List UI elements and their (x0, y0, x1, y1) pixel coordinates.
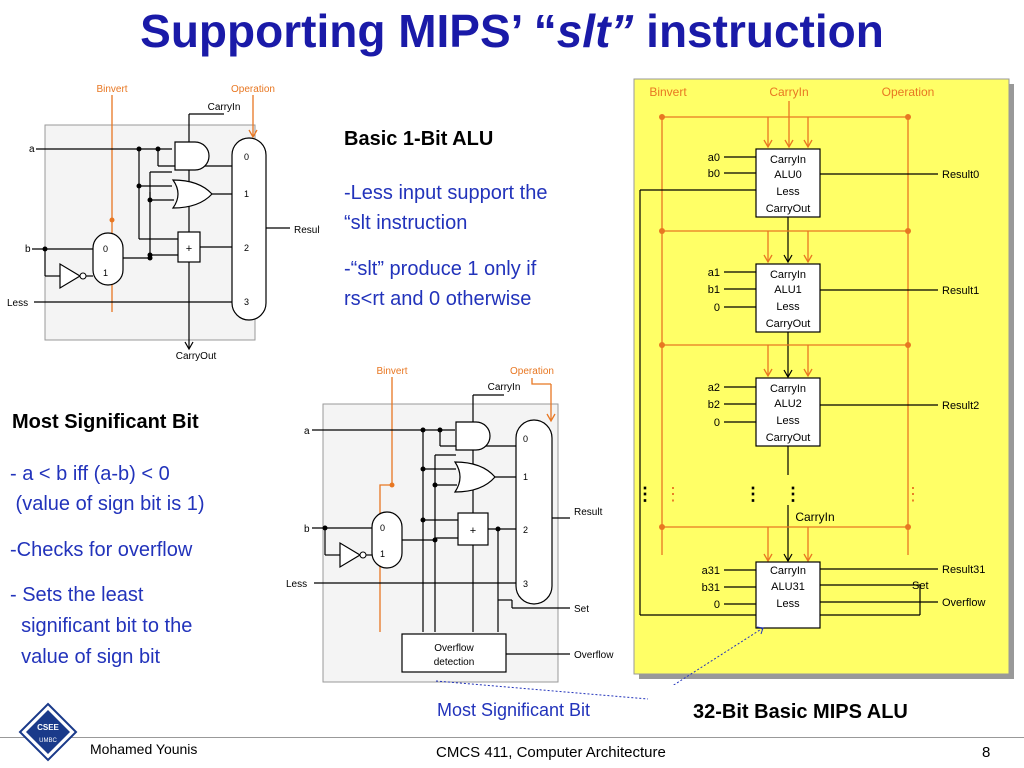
basic-1bit-alu-diagram: Binvert Operation CarryIn a + CarryOut b… (7, 84, 320, 362)
svg-text:Less: Less (286, 579, 307, 590)
svg-text:Set: Set (574, 604, 589, 615)
svg-text:CarryIn: CarryIn (208, 102, 241, 113)
svg-text:Binvert: Binvert (376, 366, 407, 377)
svg-text:ALU0: ALU0 (774, 169, 802, 181)
svg-text:b1: b1 (708, 284, 720, 296)
msb-label: Most Significant Bit (437, 700, 591, 720)
svg-text:b31: b31 (702, 582, 720, 594)
svg-text:detection: detection (434, 657, 475, 668)
svg-text:0: 0 (103, 244, 108, 254)
svg-text:CarryOut: CarryOut (766, 318, 811, 330)
slide-title: Supporting MIPS’ “slt” instruction (140, 5, 884, 57)
svg-text:a1: a1 (708, 267, 720, 279)
footer-page-number: 8 (982, 744, 991, 761)
msb-bullet-2: -Checks for overflow (10, 539, 193, 561)
svg-text:+: + (470, 525, 476, 537)
svg-text:Result0: Result0 (942, 169, 979, 181)
svg-text:Binvert: Binvert (96, 84, 127, 95)
svg-text:a31: a31 (702, 565, 720, 577)
svg-text:b: b (304, 524, 310, 535)
svg-text:b: b (25, 244, 31, 255)
svg-text:1: 1 (380, 549, 385, 559)
svg-text:Less: Less (776, 598, 800, 610)
svg-text:Result2: Result2 (942, 400, 979, 412)
svg-text:Operation: Operation (510, 366, 554, 377)
svg-text:CarryOut: CarryOut (766, 203, 811, 215)
svg-text:CarryIn: CarryIn (770, 154, 806, 166)
svg-text:CarryIn: CarryIn (770, 269, 806, 281)
msb-bullet-1: - a < b iff (a-b) < 0 (value of sign bit… (10, 463, 205, 515)
ellipsis-col-3: ⋮ (744, 484, 762, 504)
ellipsis-col-1: ⋮ (636, 484, 654, 504)
svg-text:ALU31: ALU31 (771, 581, 805, 593)
alu32-caption: 32-Bit Basic MIPS ALU (693, 701, 908, 723)
svg-text:CarryOut: CarryOut (176, 351, 217, 362)
svg-text:0: 0 (714, 599, 720, 611)
svg-text:Result31: Result31 (942, 564, 985, 576)
svg-text:Less: Less (7, 298, 28, 309)
svg-text:1: 1 (523, 472, 528, 482)
svg-text:1: 1 (103, 268, 108, 278)
svg-text:Set: Set (912, 580, 929, 592)
svg-text:+: + (186, 243, 192, 255)
svg-text:CarryOut: CarryOut (766, 432, 811, 444)
svg-text:Less: Less (776, 301, 800, 313)
msb-pointer-line (435, 680, 649, 700)
svg-text:2: 2 (244, 243, 249, 253)
svg-text:CarryIn: CarryIn (769, 85, 808, 99)
basic-alu-heading: Basic 1-Bit ALU (344, 128, 494, 150)
svg-text:Operation: Operation (231, 84, 275, 95)
svg-text:3: 3 (244, 297, 249, 307)
footer-author: Mohamed Younis (90, 741, 198, 757)
svg-text:Result: Result (294, 225, 320, 236)
ellipsis-col-5: ⋮ (904, 484, 922, 504)
svg-text:Overflow: Overflow (942, 597, 985, 609)
msb-alu-diagram: Binvert Operation CarryIn a + b 0 1 Less… (286, 366, 614, 683)
footer-divider (0, 737, 1024, 738)
svg-text:ALU1: ALU1 (774, 284, 802, 296)
svg-text:Overflow: Overflow (574, 650, 614, 661)
svg-text:Result1: Result1 (942, 285, 979, 297)
svg-text:CarryIn: CarryIn (488, 382, 521, 393)
svg-text:CarryIn: CarryIn (770, 565, 806, 577)
svg-text:0: 0 (714, 302, 720, 314)
svg-text:CSEE: CSEE (37, 723, 59, 732)
svg-text:ALU2: ALU2 (774, 398, 802, 410)
svg-text:a: a (29, 144, 35, 155)
svg-text:Binvert: Binvert (649, 85, 687, 99)
svg-text:Operation: Operation (882, 85, 935, 99)
svg-text:b0: b0 (708, 168, 720, 180)
svg-text:Less: Less (776, 415, 800, 427)
svg-text:0: 0 (523, 434, 528, 444)
basic-alu-bullet-1: -Less input support the“slt instruction (344, 182, 548, 234)
svg-text:CarryIn: CarryIn (770, 383, 806, 395)
svg-text:UMBC: UMBC (39, 738, 57, 744)
svg-text:CarryIn: CarryIn (795, 510, 834, 524)
svg-text:0: 0 (714, 417, 720, 429)
svg-text:0: 0 (380, 523, 385, 533)
ellipsis-col-4: ⋮ (784, 484, 802, 504)
footer-course: CMCS 411, Computer Architecture (436, 744, 666, 761)
svg-text:b2: b2 (708, 399, 720, 411)
svg-text:1: 1 (244, 189, 249, 199)
csee-logo: CSEE UMBC (18, 702, 78, 762)
svg-text:a2: a2 (708, 382, 720, 394)
svg-text:Overflow: Overflow (434, 643, 474, 654)
svg-text:Result: Result (574, 507, 603, 518)
svg-text:a0: a0 (708, 152, 720, 164)
msb-bullet-3: - Sets the least significant bit to the … (10, 584, 193, 668)
alu-32bit-diagram: Binvert CarryIn Operation CarryIn ALU0 L… (633, 78, 1014, 685)
svg-text:0: 0 (244, 152, 249, 162)
svg-text:a: a (304, 426, 310, 437)
ellipsis-col-2: ⋮ (664, 484, 682, 504)
svg-text:3: 3 (523, 579, 528, 589)
svg-text:Less: Less (776, 186, 800, 198)
svg-text:2: 2 (523, 525, 528, 535)
msb-heading: Most Significant Bit (12, 411, 199, 433)
